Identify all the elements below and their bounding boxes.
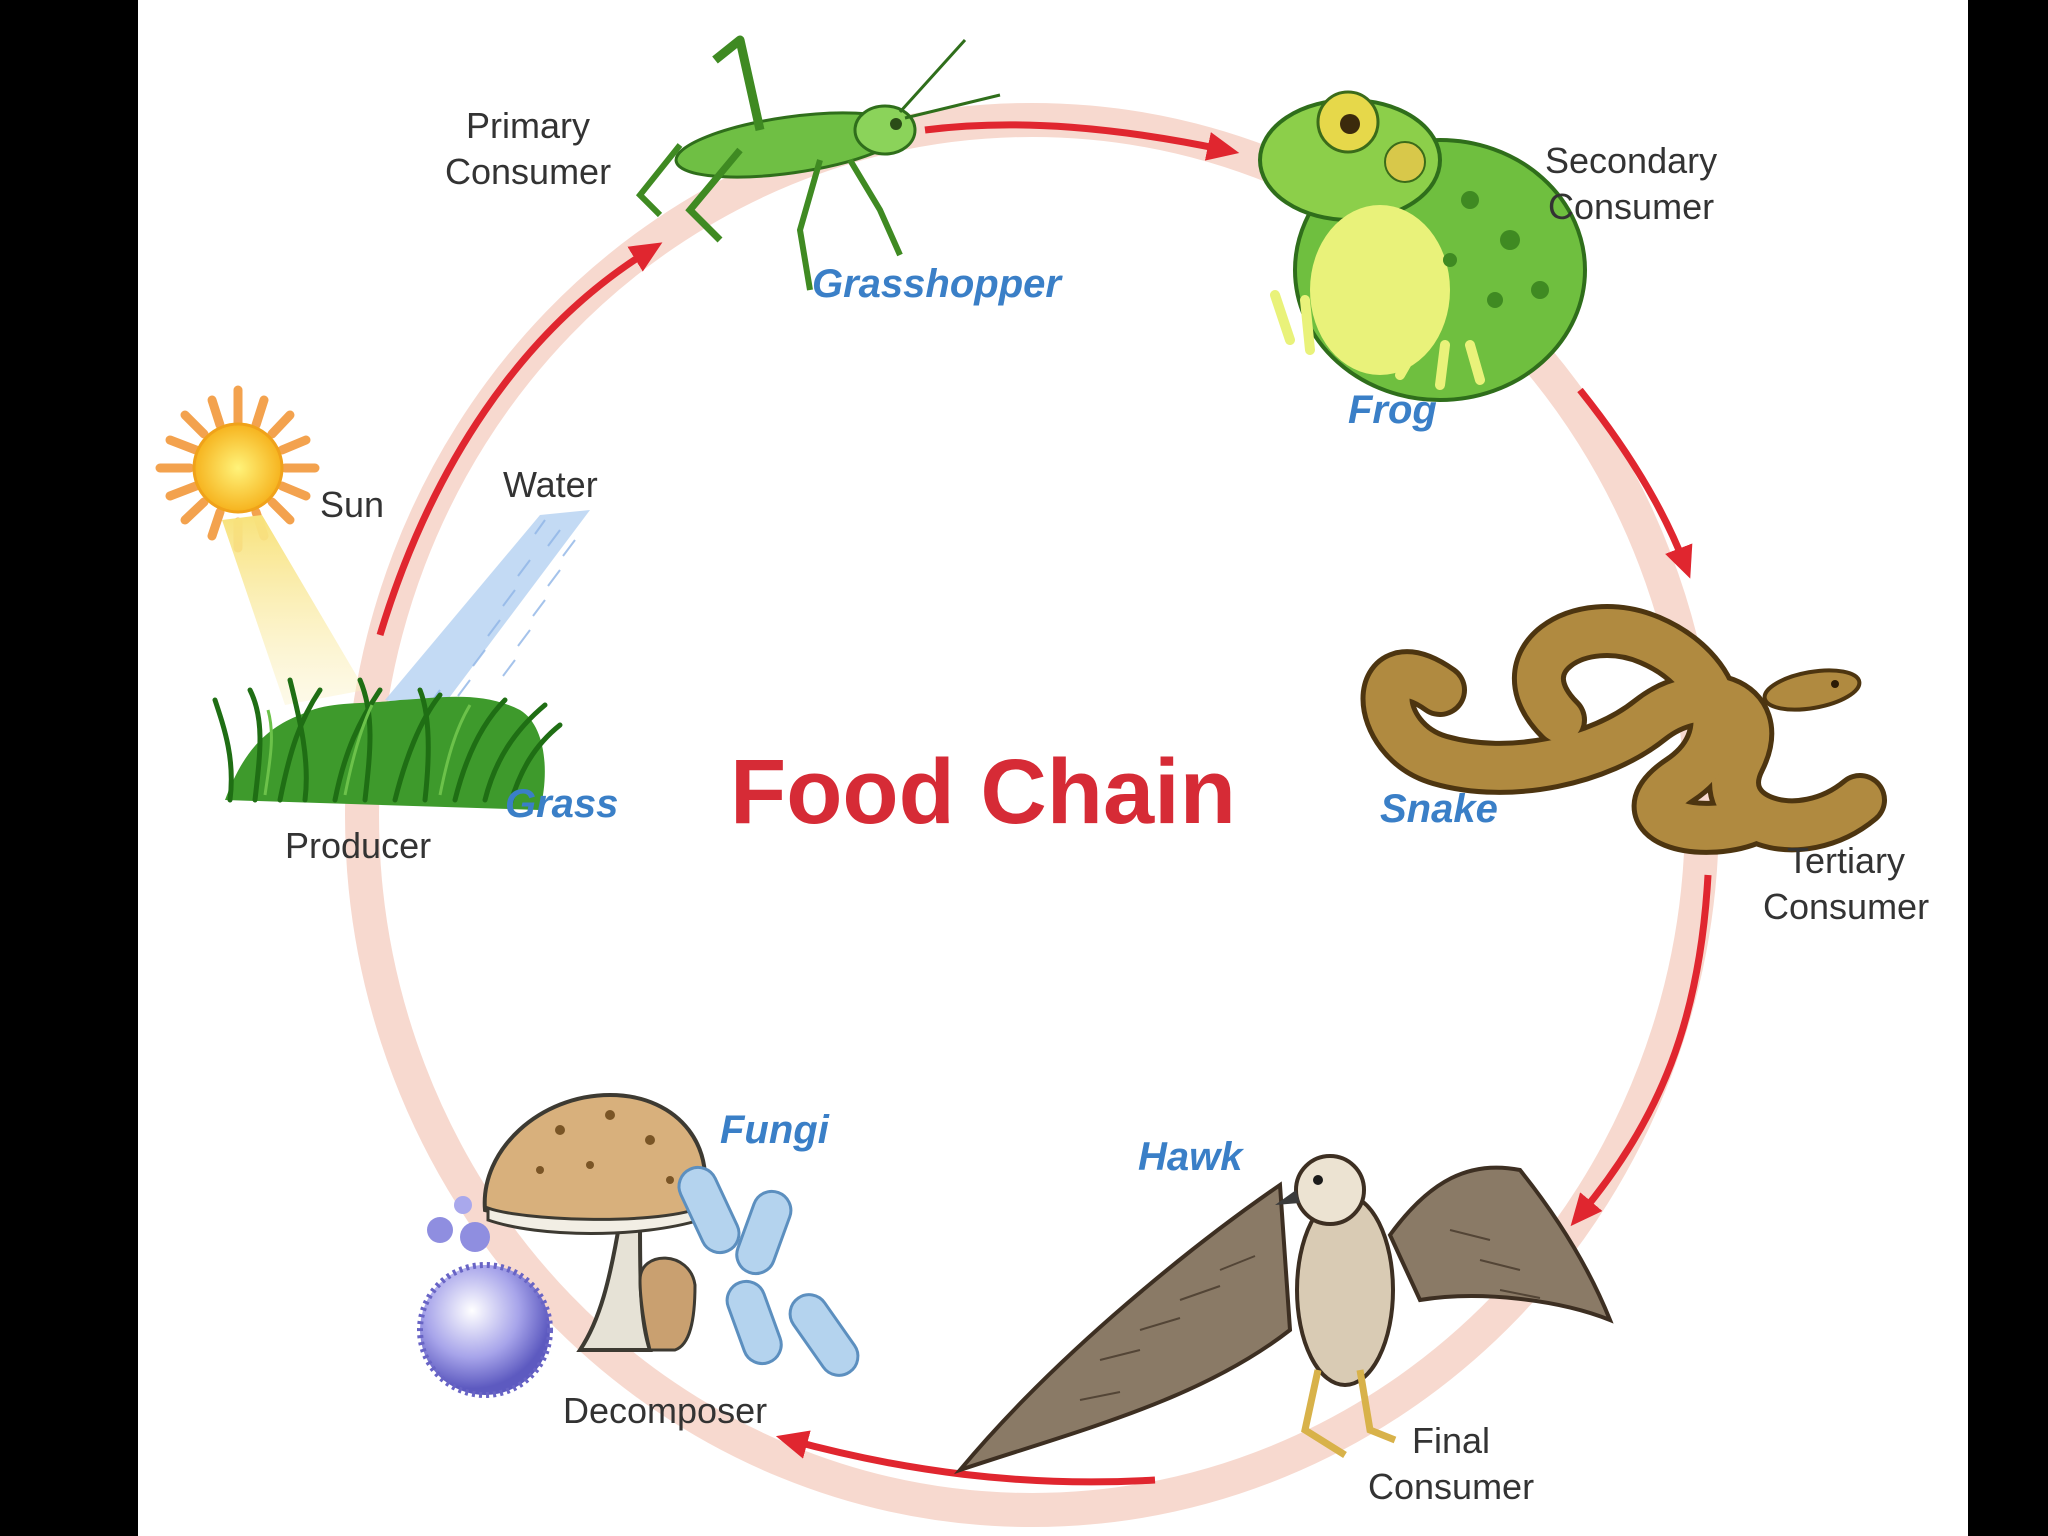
fungi-icon bbox=[417, 1092, 708, 1398]
frog-name: Frog bbox=[1348, 388, 1437, 432]
water-label: Water bbox=[503, 464, 598, 505]
grass-name: Grass bbox=[505, 782, 619, 826]
primary-consumer-label: Primary Consumer bbox=[445, 105, 612, 192]
final-consumer-label: Final Consumer bbox=[1368, 1420, 1535, 1507]
arrow-grasshopper-to-frog bbox=[924, 121, 1240, 161]
grass-icon bbox=[212, 677, 563, 810]
sun-label: Sun bbox=[320, 484, 385, 525]
arrow-grass-to-grasshopper bbox=[376, 242, 663, 637]
diagram-title: Food Chain bbox=[730, 741, 1236, 843]
sunbeam bbox=[222, 515, 365, 705]
grasshopper-name: Grasshopper bbox=[812, 262, 1061, 306]
arrow-frog-to-snake bbox=[1577, 387, 1693, 579]
grasshopper-icon bbox=[635, 35, 1001, 291]
decomposer-label: Decomposer bbox=[563, 1390, 768, 1431]
producer-label: Producer bbox=[285, 825, 432, 866]
hawk-name: Hawk bbox=[1138, 1135, 1243, 1179]
snake-icon bbox=[1360, 604, 1887, 855]
fungi-name: Fungi bbox=[720, 1108, 829, 1152]
arrow-hawk-to-decomposer bbox=[775, 1430, 1156, 1486]
tertiary-consumer-label: Tertiary Consumer bbox=[1763, 840, 1930, 927]
bacteria-icon bbox=[677, 1165, 860, 1377]
hawk-icon bbox=[953, 1154, 1614, 1475]
arrow-snake-to-hawk bbox=[1570, 874, 1712, 1227]
snake-name: Snake bbox=[1380, 787, 1498, 831]
water-icon bbox=[385, 510, 590, 710]
frog-icon bbox=[1258, 90, 1587, 402]
secondary-consumer-label: Secondary Consumer bbox=[1545, 140, 1718, 227]
